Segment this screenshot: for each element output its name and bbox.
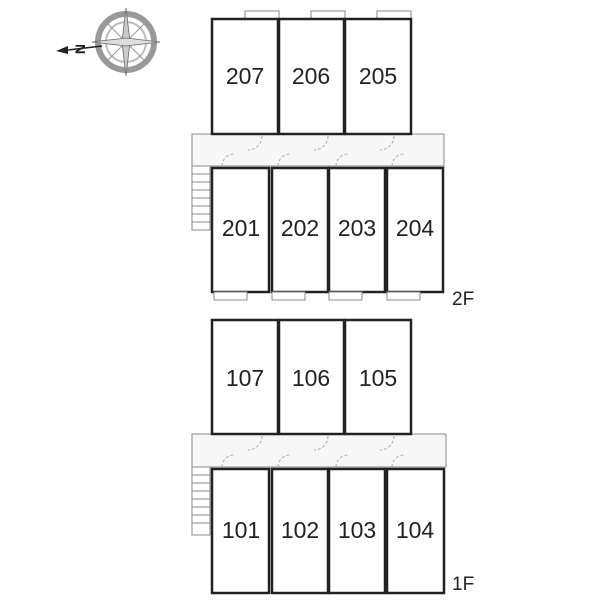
- unit-number: 201: [222, 215, 260, 241]
- unit-number: 107: [226, 365, 264, 391]
- door-icon: [221, 153, 405, 167]
- unit-107[interactable]: [210, 318, 280, 436]
- unit-number: 104: [396, 517, 435, 543]
- unit-104[interactable]: [385, 467, 446, 595]
- unit-106[interactable]: [277, 318, 346, 436]
- floor-2f: 207 206 205 201 202 203 204 2F: [191, 10, 474, 310]
- compass: N: [56, 7, 161, 77]
- door-icon: [247, 435, 395, 451]
- staircase: [191, 466, 211, 536]
- staircase: [191, 165, 211, 231]
- unit-number: 106: [292, 365, 330, 391]
- unit-number: 101: [222, 517, 260, 543]
- unit-205[interactable]: [343, 17, 413, 136]
- unit-number: 202: [281, 215, 319, 241]
- balcony: [213, 291, 248, 301]
- unit-number: 105: [359, 365, 397, 391]
- unit-number: 103: [338, 517, 376, 543]
- balcony: [386, 291, 421, 301]
- compass-rose-icon: [56, 7, 161, 77]
- corridor: [191, 433, 447, 468]
- unit-number: 102: [281, 517, 319, 543]
- door-icon: [221, 454, 405, 468]
- floor-label: 1F: [452, 574, 474, 595]
- unit-102[interactable]: [270, 467, 330, 595]
- corridor: [191, 133, 445, 167]
- unit-number: 205: [359, 63, 397, 89]
- unit-number: 204: [396, 215, 435, 241]
- balcony: [328, 291, 363, 301]
- unit-number: 206: [292, 63, 330, 89]
- floor-1f: 107 106 105 101 102 103 104 1F: [191, 318, 474, 595]
- unit-number: 207: [226, 63, 264, 89]
- unit-101[interactable]: [210, 467, 271, 595]
- unit-number: 203: [338, 215, 376, 241]
- balcony: [271, 291, 306, 301]
- floor-label: 2F: [452, 289, 474, 310]
- unit-206[interactable]: [277, 17, 346, 136]
- unit-105[interactable]: [343, 318, 413, 436]
- compass-north-label: N: [72, 44, 88, 54]
- unit-103[interactable]: [327, 467, 387, 595]
- door-icon: [247, 135, 395, 151]
- unit-202[interactable]: [270, 166, 330, 294]
- unit-203[interactable]: [327, 166, 387, 294]
